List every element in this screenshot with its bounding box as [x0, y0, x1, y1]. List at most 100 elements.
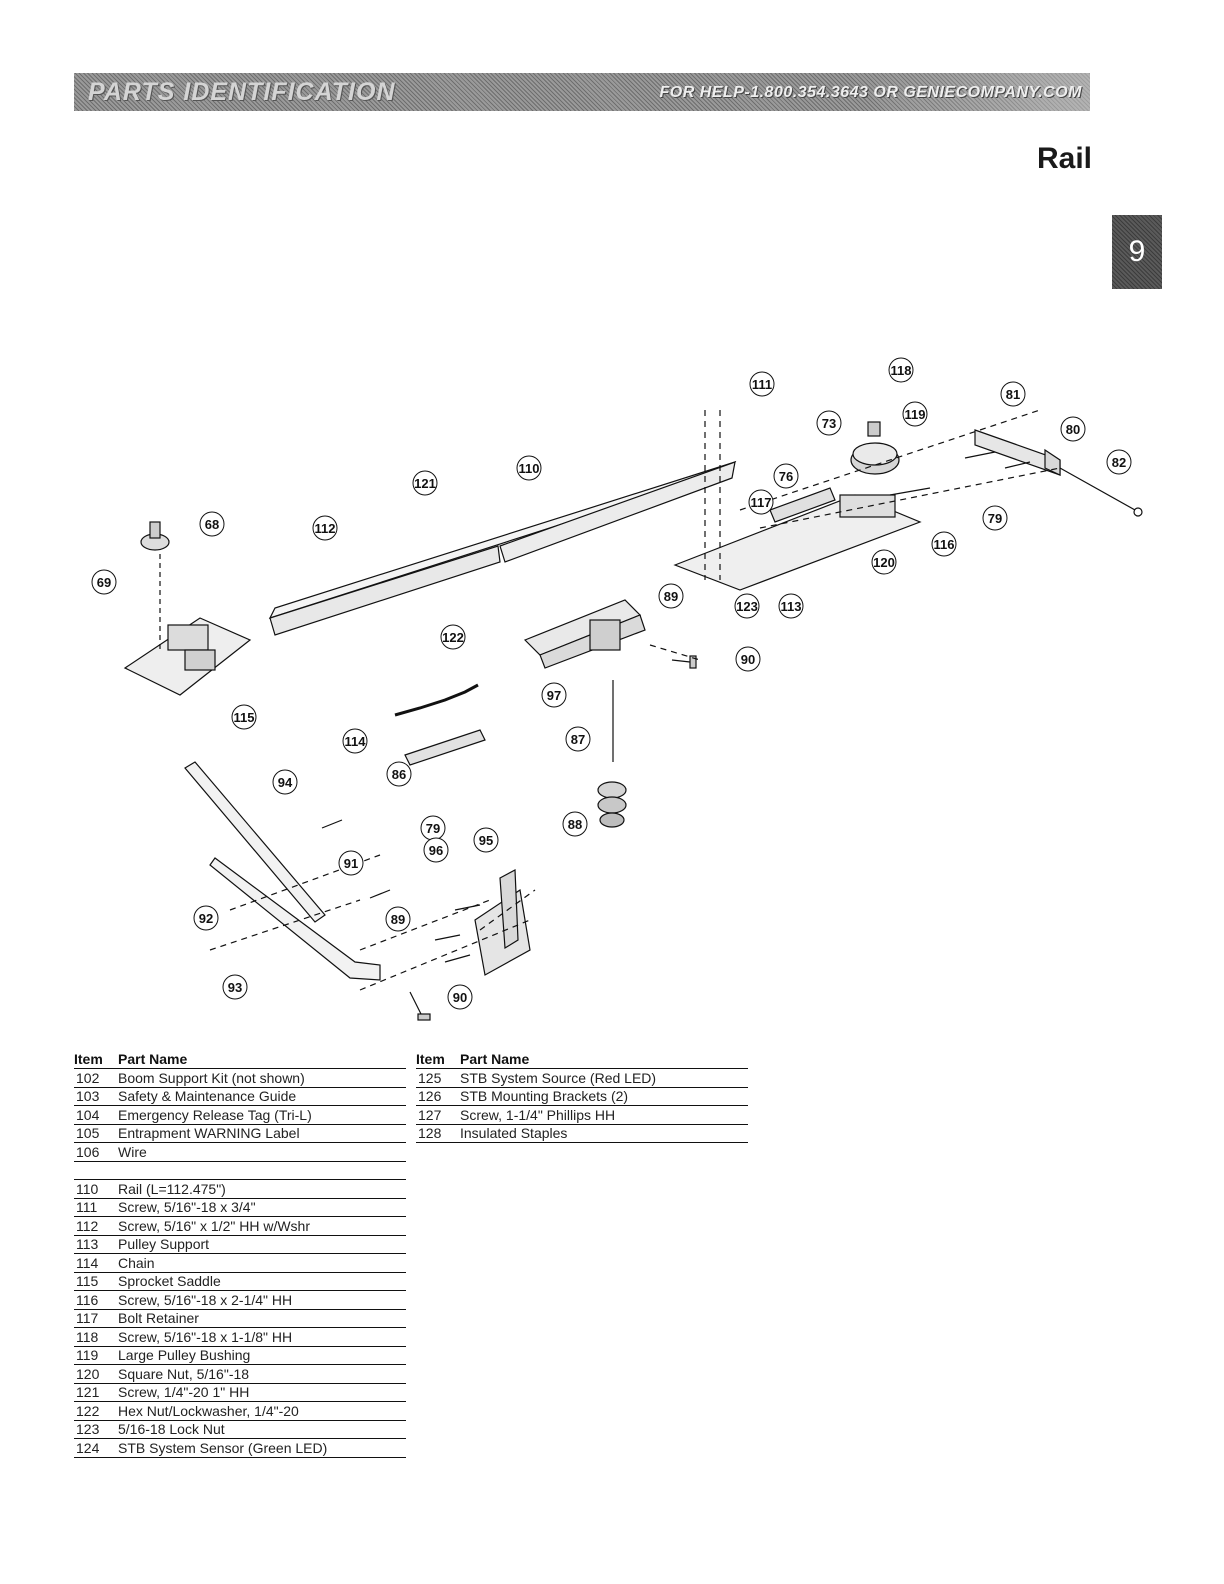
part-name: STB System Sensor (Green LED) — [118, 1438, 406, 1458]
callout-89b: 89 — [385, 906, 411, 932]
item-number: 122 — [74, 1401, 118, 1421]
callout-73: 73 — [816, 410, 842, 436]
callout-115: 115 — [231, 704, 257, 730]
callout-93: 93 — [222, 974, 248, 1000]
svg-text:92: 92 — [199, 911, 213, 926]
callout-92: 92 — [193, 905, 219, 931]
page-title: Rail — [1036, 142, 1092, 175]
item-number: 117 — [74, 1309, 118, 1328]
callout-79a: 79 — [982, 505, 1008, 531]
svg-text:73: 73 — [822, 416, 836, 431]
callout-90b: 90 — [447, 984, 473, 1010]
callout-82: 82 — [1106, 449, 1132, 475]
svg-text:91: 91 — [344, 856, 358, 871]
svg-text:81: 81 — [1006, 387, 1020, 402]
svg-text:118: 118 — [891, 363, 912, 378]
svg-text:116: 116 — [934, 537, 955, 552]
svg-text:90: 90 — [453, 990, 467, 1005]
svg-text:123: 123 — [736, 599, 758, 614]
item-number: 118 — [74, 1327, 118, 1347]
svg-text:79: 79 — [426, 821, 440, 836]
item-number: 103 — [74, 1087, 118, 1106]
chain-part — [394, 683, 486, 766]
callout-81: 81 — [1000, 381, 1026, 407]
col-item-header: Item — [74, 1051, 118, 1069]
svg-text:89: 89 — [664, 589, 678, 604]
svg-text:80: 80 — [1066, 422, 1080, 437]
part-name: Safety & Maintenance Guide — [118, 1087, 406, 1106]
callout-79b: 79 — [420, 815, 446, 841]
callout-68: 68 — [199, 511, 225, 537]
item-number: 110 — [74, 1179, 118, 1199]
item-number: 114 — [74, 1253, 118, 1273]
part-name: Screw, 5/16"-18 x 2-1/4" HH — [118, 1290, 406, 1310]
part-name: 5/16-18 Lock Nut — [118, 1420, 406, 1439]
pulley-support-part — [673, 421, 922, 591]
section-title: PARTS IDENTIFICATION — [88, 78, 396, 106]
part-name: STB System Source (Red LED) — [460, 1068, 748, 1088]
callout-121: 121 — [412, 470, 438, 496]
item-number: 125 — [416, 1068, 460, 1088]
header-bar: PARTS IDENTIFICATION FOR HELP-1.800.354.… — [74, 73, 1090, 111]
item-number: 113 — [74, 1235, 118, 1254]
exploded-parts-diagram: 69 68 115 112 121 122 110 111 114 86 97 … — [91, 357, 1143, 1021]
svg-text:90: 90 — [741, 652, 755, 667]
callout-80: 80 — [1060, 416, 1086, 442]
part-name: Pulley Support — [118, 1235, 406, 1254]
item-number: 111 — [74, 1198, 118, 1217]
svg-text:111: 111 — [752, 377, 772, 392]
table-spacer-row — [74, 1161, 406, 1180]
callout-76: 76 — [773, 463, 799, 489]
callout-95: 95 — [473, 827, 499, 853]
item-number: 121 — [74, 1383, 118, 1402]
item-number: 128 — [416, 1124, 460, 1143]
callout-118: 118 — [888, 357, 914, 383]
part-name: Screw, 5/16"-18 x 1-1/8" HH — [118, 1327, 406, 1347]
part-name: Wire — [118, 1142, 406, 1162]
part-name: Square Nut, 5/16"-18 — [118, 1364, 406, 1384]
item-number: 115 — [74, 1272, 118, 1291]
part-name: Emergency Release Tag (Tri-L) — [118, 1105, 406, 1125]
svg-text:122: 122 — [442, 630, 464, 645]
fasteners — [321, 451, 1031, 1021]
callout-labels: 69 68 115 112 121 122 110 111 114 86 97 … — [91, 357, 1132, 1010]
part-name: Screw, 5/16"-18 x 3/4" — [118, 1198, 406, 1217]
part-name: Screw, 1/4"-20 1" HH — [118, 1383, 406, 1402]
svg-text:76: 76 — [779, 469, 793, 484]
part-name: STB Mounting Brackets (2) — [460, 1087, 748, 1106]
callout-114: 114 — [342, 728, 368, 754]
svg-text:79: 79 — [988, 511, 1002, 526]
svg-text:121: 121 — [414, 476, 436, 491]
sprocket-saddle-part — [123, 521, 252, 696]
col-name-header: Part Name — [460, 1051, 748, 1069]
callout-87: 87 — [565, 726, 591, 752]
svg-text:88: 88 — [568, 817, 582, 832]
callout-110: 110 — [516, 455, 542, 481]
callout-94: 94 — [272, 769, 298, 795]
part-name: Hex Nut/Lockwasher, 1/4"-20 — [118, 1401, 406, 1421]
item-number: 124 — [74, 1438, 118, 1458]
item-number: 105 — [74, 1124, 118, 1143]
door-bracket-part — [474, 869, 531, 976]
svg-text:86: 86 — [392, 767, 406, 782]
callout-111: 111 — [749, 371, 775, 397]
door-arm-part — [184, 761, 381, 981]
callout-86: 86 — [386, 761, 412, 787]
